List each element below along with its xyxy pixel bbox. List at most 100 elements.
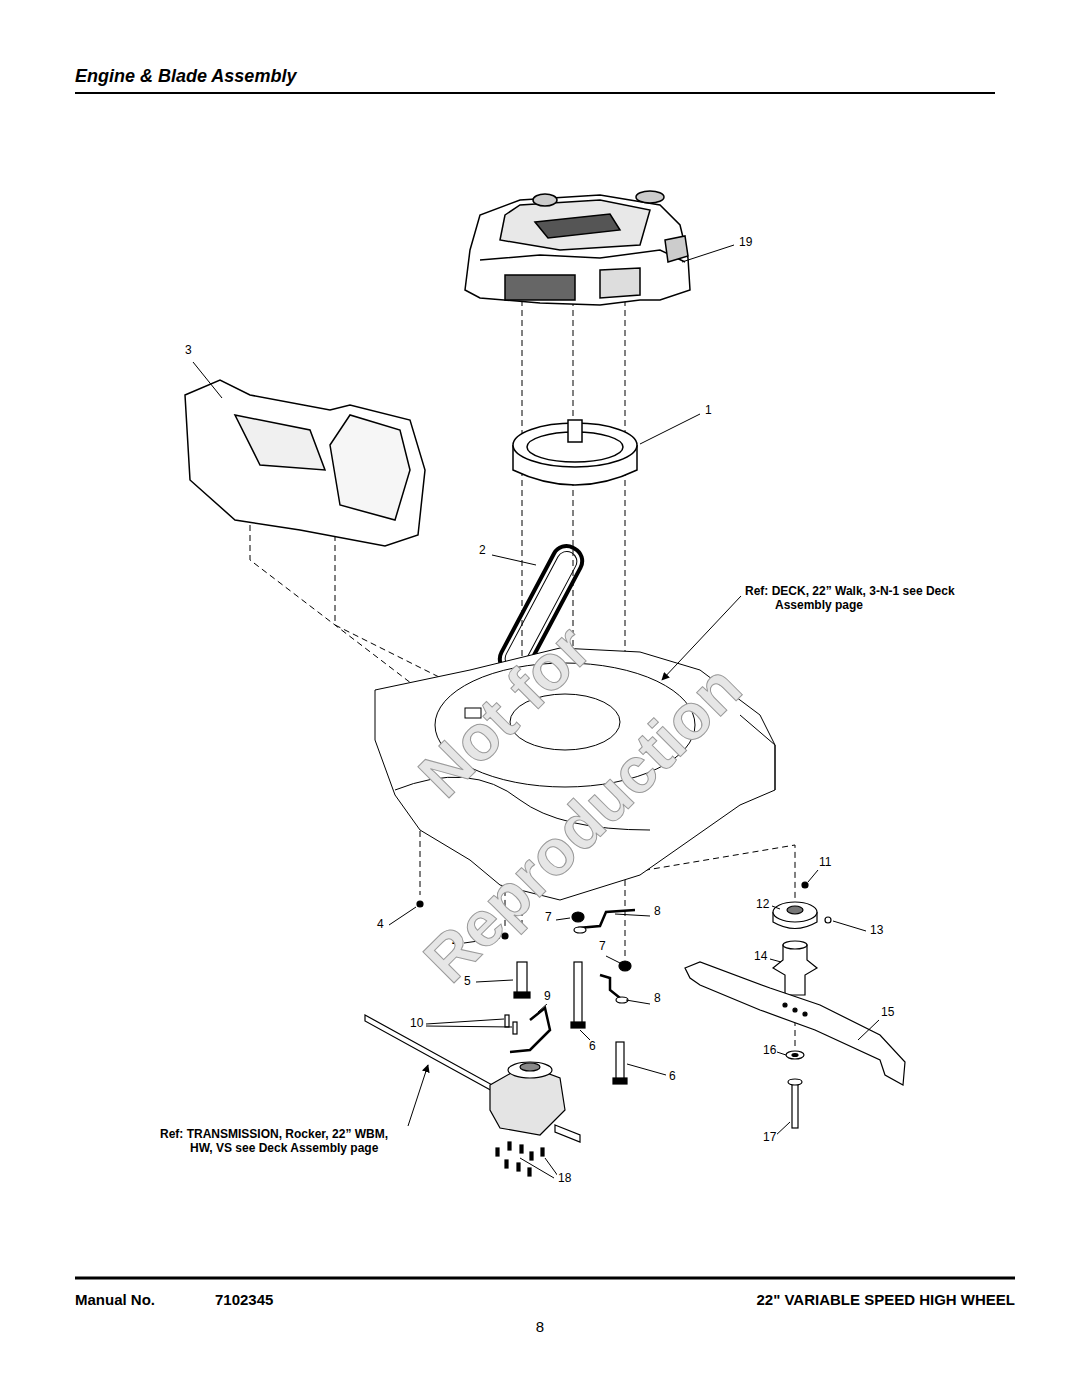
callout-number: 18 (557, 1172, 572, 1186)
discharge-shield (330, 415, 410, 520)
footer-rule (75, 1278, 1015, 1279)
blade-assembly (783, 1003, 787, 1007)
hardware (417, 901, 423, 907)
leader-line (193, 362, 222, 398)
leader-line (426, 1019, 504, 1024)
blade-assembly (685, 962, 905, 1085)
engine (665, 236, 688, 262)
blade-assembly (787, 906, 803, 914)
transmission (520, 1063, 540, 1071)
hardware (517, 962, 527, 996)
footer-text: Manual No. (75, 1291, 155, 1308)
callout-number: 11 (818, 856, 832, 870)
blade-assembly (786, 1051, 804, 1059)
leader-line (640, 414, 700, 444)
mower-deck (740, 715, 775, 790)
transmission (496, 1142, 544, 1176)
callout-number: 19 (738, 236, 753, 250)
transmission (496, 1148, 499, 1156)
engine (636, 191, 664, 203)
discharge-shield (185, 380, 425, 546)
blade-assembly (685, 882, 905, 1128)
blade-assembly (825, 917, 831, 923)
transmission (508, 1142, 511, 1150)
hardware (616, 1042, 624, 1080)
leader-line (580, 1030, 590, 1040)
blade-assembly (792, 1054, 798, 1057)
hardware (600, 975, 620, 998)
hardware (510, 1008, 550, 1052)
callout-number: 16 (762, 1044, 777, 1058)
engine (465, 191, 690, 305)
leader-line (808, 870, 818, 882)
leader-line (492, 555, 536, 565)
transmission (541, 1148, 544, 1156)
callout-number: 9 (543, 990, 552, 1004)
leader-line (193, 245, 879, 1178)
blade-assembly (773, 945, 817, 995)
hardware (572, 912, 584, 922)
callout-number: 7 (598, 940, 607, 954)
callout-number: 6 (668, 1070, 677, 1084)
leader-line (520, 1158, 554, 1178)
leader-line (606, 956, 620, 963)
engine-spacer (513, 420, 637, 485)
leader-line (426, 1026, 512, 1027)
hardware (571, 1022, 585, 1028)
callout-number: 6 (588, 1040, 597, 1054)
engine (505, 275, 575, 300)
leader-line (476, 980, 513, 982)
blade-assembly (802, 882, 808, 888)
callout-number: 15 (880, 1006, 895, 1020)
engine (500, 200, 650, 250)
reference-note: Ref: TRANSMISSION, Rocker, 22” WBM, HW, … (160, 1128, 410, 1156)
blade-assembly (793, 1008, 797, 1012)
hardware (578, 910, 635, 928)
callout-number: 2 (478, 544, 487, 558)
transmission (530, 1152, 533, 1160)
hardware (574, 927, 586, 933)
transmission (528, 1168, 531, 1176)
transmission (365, 1015, 505, 1098)
callout-number: 8 (653, 992, 662, 1006)
hardware (619, 961, 631, 971)
hardware (574, 962, 582, 1024)
engine (535, 214, 620, 238)
callout-number: 1 (704, 404, 713, 418)
callout-number: 3 (184, 344, 193, 358)
transmission (508, 1062, 552, 1078)
leader-line (538, 1003, 548, 1012)
discharge-shield (185, 380, 425, 546)
hardware (613, 1078, 627, 1084)
hardware (505, 1015, 509, 1027)
callout-number: 8 (653, 905, 662, 919)
engine (465, 195, 690, 305)
callout-number: 13 (869, 924, 884, 938)
leader-line (682, 245, 734, 262)
leader-line (626, 1000, 650, 1004)
leader-line (777, 1052, 786, 1055)
leader-line (770, 959, 781, 962)
discharge-shield (235, 415, 325, 470)
blade-assembly (773, 902, 817, 922)
callout-number: 17 (762, 1131, 777, 1145)
transmission (517, 1163, 520, 1171)
leader-line (858, 1020, 879, 1040)
transmission (505, 1160, 508, 1168)
reference-note: Ref: DECK, 22” Walk, 3-N-1 see Deck Asse… (745, 585, 980, 613)
hardware (514, 992, 530, 998)
blade-assembly (783, 941, 807, 949)
callout-number: 10 (409, 1017, 424, 1031)
blade-assembly (792, 1082, 798, 1128)
page-number: 8 (536, 1318, 544, 1335)
title-rule (75, 93, 995, 94)
callout-number: 12 (755, 898, 770, 912)
leader-line (556, 918, 570, 920)
blade-assembly (788, 1079, 802, 1085)
leader-line (389, 907, 416, 925)
engine (480, 250, 685, 262)
engine-spacer (568, 420, 582, 442)
leader-line (408, 1065, 428, 1126)
leader-line (627, 1064, 666, 1075)
